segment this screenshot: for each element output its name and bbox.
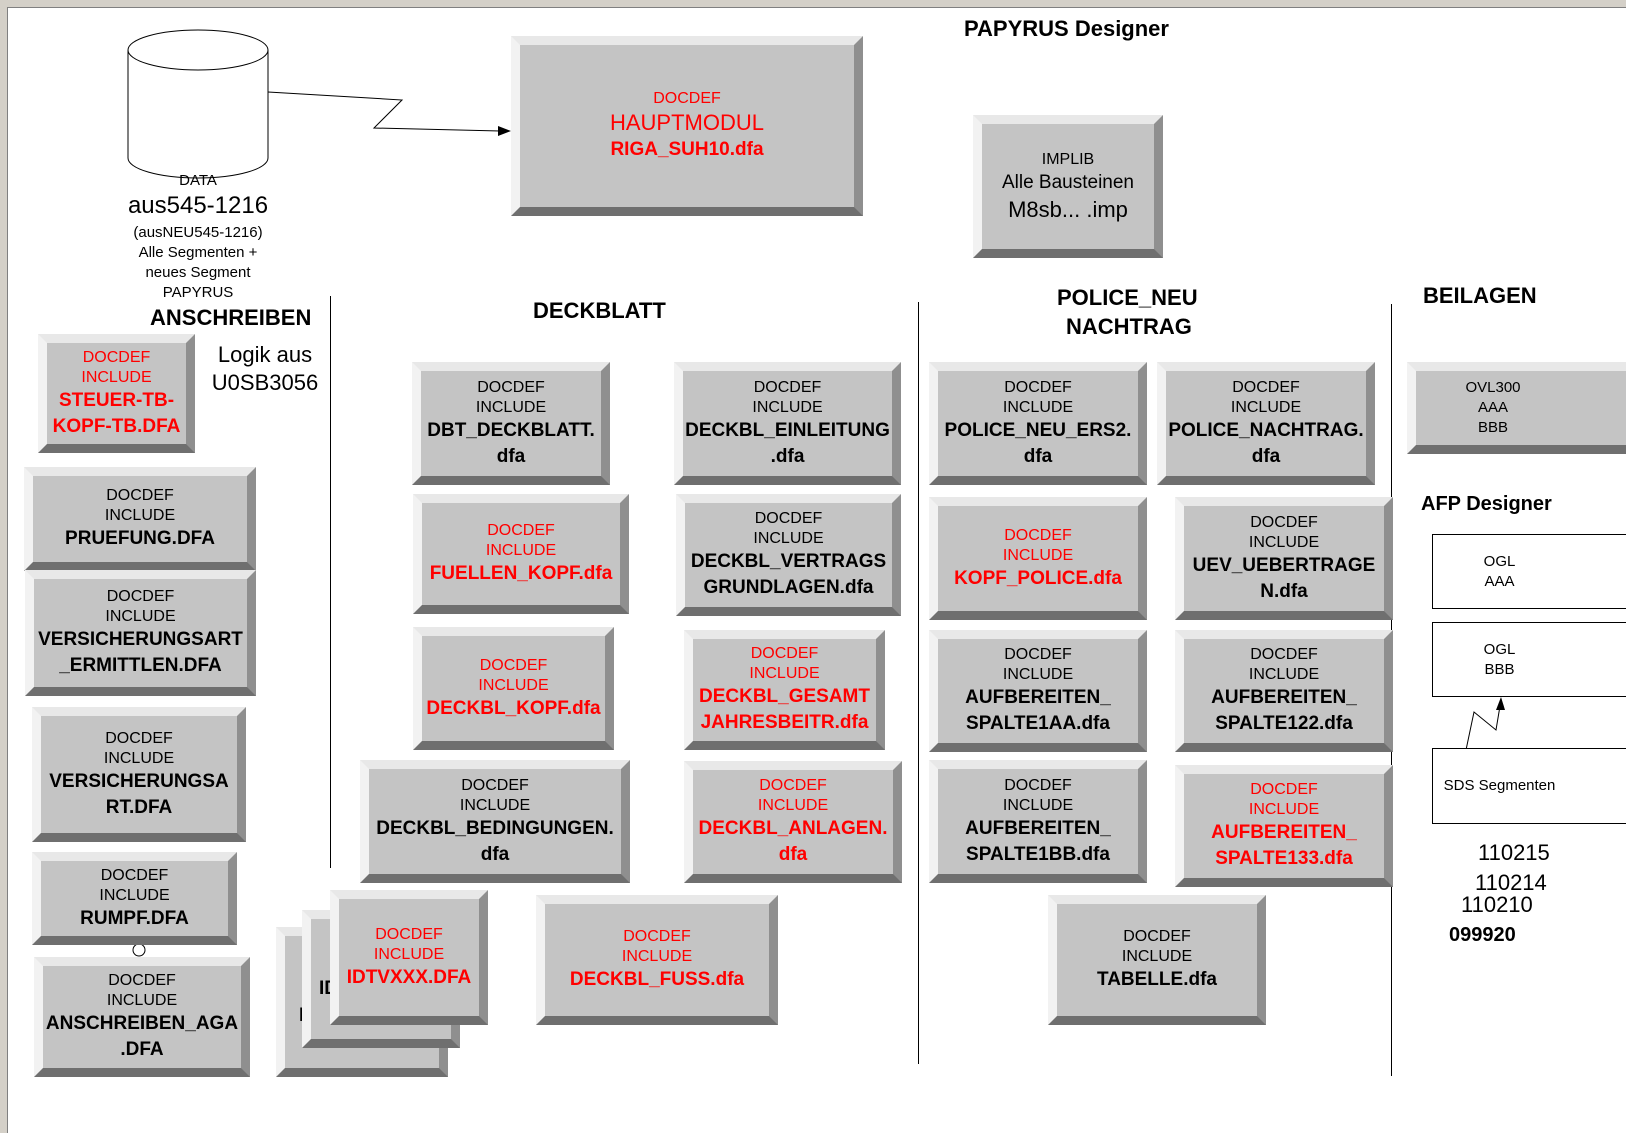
implib-label: Alle Bausteinen: [1001, 171, 1135, 193]
module-aufbereiten-spalte122[interactable]: DOCDEF INCLUDE AUFBEREITEN_ SPALTE122.df…: [1175, 630, 1393, 752]
data-flow-connector: [267, 91, 501, 132]
section-beilagen: BEILAGEN: [1423, 283, 1537, 308]
module-aufbereiten-spalte1aa[interactable]: DOCDEF INCLUDE AUFBEREITEN_ SPALTE1AA.df…: [929, 630, 1147, 752]
sds-flow-connector: [1465, 705, 1501, 751]
hauptmodul-label: HAUPTMODUL: [609, 110, 764, 135]
database-icon: [127, 29, 269, 179]
module-dbt-deckblatt[interactable]: DOCDEF INCLUDE DBT_DECKBLATT. dfa: [412, 362, 610, 485]
module-uev-uebertragen[interactable]: DOCDEF INCLUDE UEV_UEBERTRAGE N.dfa: [1175, 497, 1393, 620]
module-deckbl-gesamt-jahresbeitr[interactable]: DOCDEF INCLUDE DECKBL_GESAMT JAHRESBEITR…: [684, 630, 885, 750]
section-police-neu: POLICE_NEU: [1057, 285, 1198, 310]
module-fuellen-kopf[interactable]: DOCDEF INCLUDE FUELLEN_KOPF.dfa: [413, 494, 629, 614]
section-anschreiben: ANSCHREIBEN: [150, 305, 312, 330]
logik-note-1: Logik aus: [217, 342, 313, 367]
version-110215: 110215: [1478, 840, 1550, 865]
module-deckbl-vertragsgrundlagen[interactable]: DOCDEF INCLUDE DECKBL_VERTRAGS GRUNDLAGE…: [676, 494, 901, 616]
data-store-note-3: neues Segment: [145, 264, 251, 281]
afp-ogl-aaa[interactable]: OGL AAA: [1432, 534, 1626, 609]
implib-file: M8sb... .imp: [1008, 196, 1128, 222]
module-deckbl-fuss[interactable]: DOCDEF INCLUDE DECKBL_FUSS.dfa: [536, 895, 778, 1025]
section-deckblatt: DECKBLATT: [533, 298, 666, 323]
version-099920: 099920: [1449, 924, 1516, 946]
data-flow-arrowhead: [498, 126, 511, 136]
module-steuer-tb-kopf[interactable]: DOCDEF INCLUDE STEUER-TB- KOPF-TB.DFA: [38, 334, 195, 453]
separator-2: [918, 302, 919, 1064]
beilagen-ovl300[interactable]: OVL300 AAA BBB: [1407, 362, 1626, 454]
hauptmodul-box[interactable]: DOCDEF HAUPTMODUL RIGA_SUH10.dfa: [511, 36, 863, 216]
module-police-nachtrag[interactable]: DOCDEF INCLUDE POLICE_NACHTRAG. dfa: [1157, 362, 1375, 485]
data-store-label: DATA: [179, 172, 217, 189]
sds-flow-arrowhead: [1496, 697, 1505, 710]
data-store-note-4: PAPYRUS: [162, 284, 234, 301]
afp-sds-segmenten[interactable]: SDS Segmenten: [1432, 748, 1626, 824]
module-deckbl-kopf[interactable]: DOCDEF INCLUDE DECKBL_KOPF.dfa: [413, 627, 614, 750]
version-110214: 110214: [1475, 870, 1547, 895]
module-kopf-police[interactable]: DOCDEF INCLUDE KOPF_POLICE.dfa: [929, 497, 1147, 620]
afp-ogl-bbb[interactable]: OGL BBB: [1432, 622, 1626, 697]
module-aufbereiten-spalte133[interactable]: DOCDEF INCLUDE AUFBEREITEN_ SPALTE133.df…: [1175, 765, 1393, 887]
hauptmodul-file: RIGA_SUH10.dfa: [610, 139, 764, 160]
separator-1: [330, 296, 331, 868]
module-pruefung[interactable]: DOCDEF INCLUDE PRUEFUNG.DFA: [24, 467, 256, 571]
version-110210: 110210: [1461, 892, 1533, 917]
module-anschreiben-aga[interactable]: DOCDEF INCLUDE ANSCHREIBEN_AGA .DFA: [34, 957, 250, 1077]
module-police-neu-ers2[interactable]: DOCDEF INCLUDE POLICE_NEU_ERS2. dfa: [929, 362, 1147, 485]
module-aufbereiten-spalte1bb[interactable]: DOCDEF INCLUDE AUFBEREITEN_ SPALTE1BB.df…: [929, 760, 1147, 883]
section-nachtrag: NACHTRAG: [1066, 314, 1192, 339]
section-afp-designer: AFP Designer: [1421, 493, 1552, 515]
module-idtvxxx[interactable]: DOCDEF INCLUDE IDTVXXX.DFA: [330, 890, 488, 1025]
module-versicherungsart-ermitteln[interactable]: DOCDEF INCLUDE VERSICHERUNGSART _ERMITTL…: [25, 570, 256, 696]
hauptmodul-type: DOCDEF: [653, 90, 721, 107]
implib-type: IMPLIB: [1041, 150, 1095, 168]
module-deckbl-einleitung[interactable]: DOCDEF INCLUDE DECKBL_EINLEITUNG .dfa: [674, 362, 901, 485]
module-deckbl-anlagen[interactable]: DOCDEF INCLUDE DECKBL_ANLAGEN. dfa: [684, 761, 902, 883]
data-store-note-1: (ausNEU545-1216): [133, 224, 263, 241]
module-rumpf[interactable]: DOCDEF INCLUDE RUMPF.DFA: [32, 852, 237, 945]
implib-box[interactable]: IMPLIB Alle Bausteinen M8sb... .imp: [973, 115, 1163, 258]
module-versicherungsart[interactable]: DOCDEF INCLUDE VERSICHERUNGSA RT.DFA: [32, 707, 246, 842]
module-tabelle[interactable]: DOCDEF INCLUDE TABELLE.dfa: [1048, 895, 1266, 1025]
logik-note-2: U0SB3056: [211, 370, 319, 395]
page-title: PAPYRUS Designer: [964, 16, 1169, 41]
data-store-note-2: Alle Segmenten +: [138, 244, 258, 261]
data-store-name: aus545-1216: [127, 192, 269, 219]
module-deckbl-bedingungen[interactable]: DOCDEF INCLUDE DECKBL_BEDINGUNGEN. dfa: [360, 760, 630, 883]
connector-circle: [132, 943, 146, 957]
